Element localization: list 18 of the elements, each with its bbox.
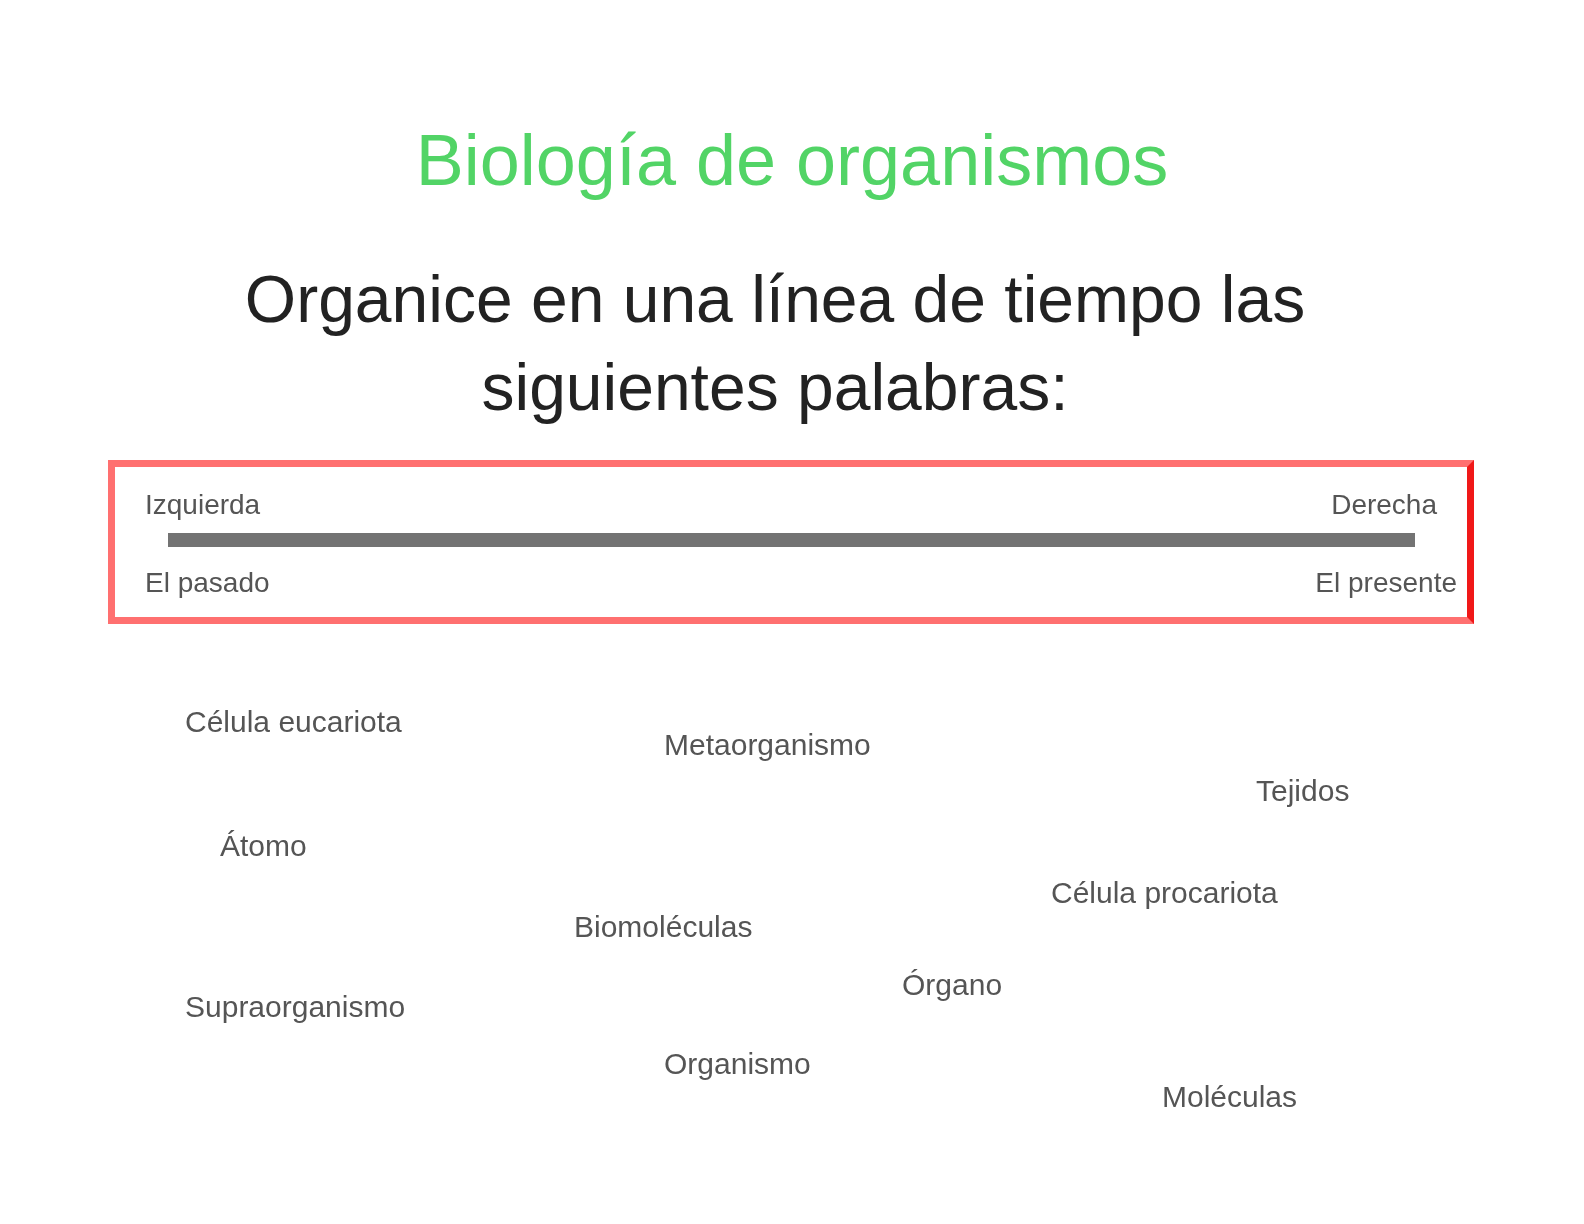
timeline-frame [108,460,1474,624]
timeline-label: El presente [1315,567,1457,599]
word-label: Moléculas [1162,1080,1298,1114]
word-label: Átomo [220,829,307,863]
timeline-label: Izquierda [145,489,261,521]
timeline-bar [168,533,1415,547]
word-label: Tejidos [1256,774,1350,808]
word-label: Supraorganismo [185,990,406,1024]
word-label: Biomoléculas [574,910,753,944]
word-label: Célula procariota [1051,876,1278,910]
word-label: Metaorganismo [664,728,871,762]
word-label: Organismo [664,1047,811,1081]
word-label: Célula eucariota [185,705,402,739]
timeline-label: Derecha [1331,489,1437,521]
title: Biología de organismos [414,119,1170,202]
timeline-label: El pasado [145,567,270,599]
word-label: Órgano [902,968,1003,1002]
instruction-text: Organice en una línea de tiempo las siguientes palabras: [243,261,1307,426]
